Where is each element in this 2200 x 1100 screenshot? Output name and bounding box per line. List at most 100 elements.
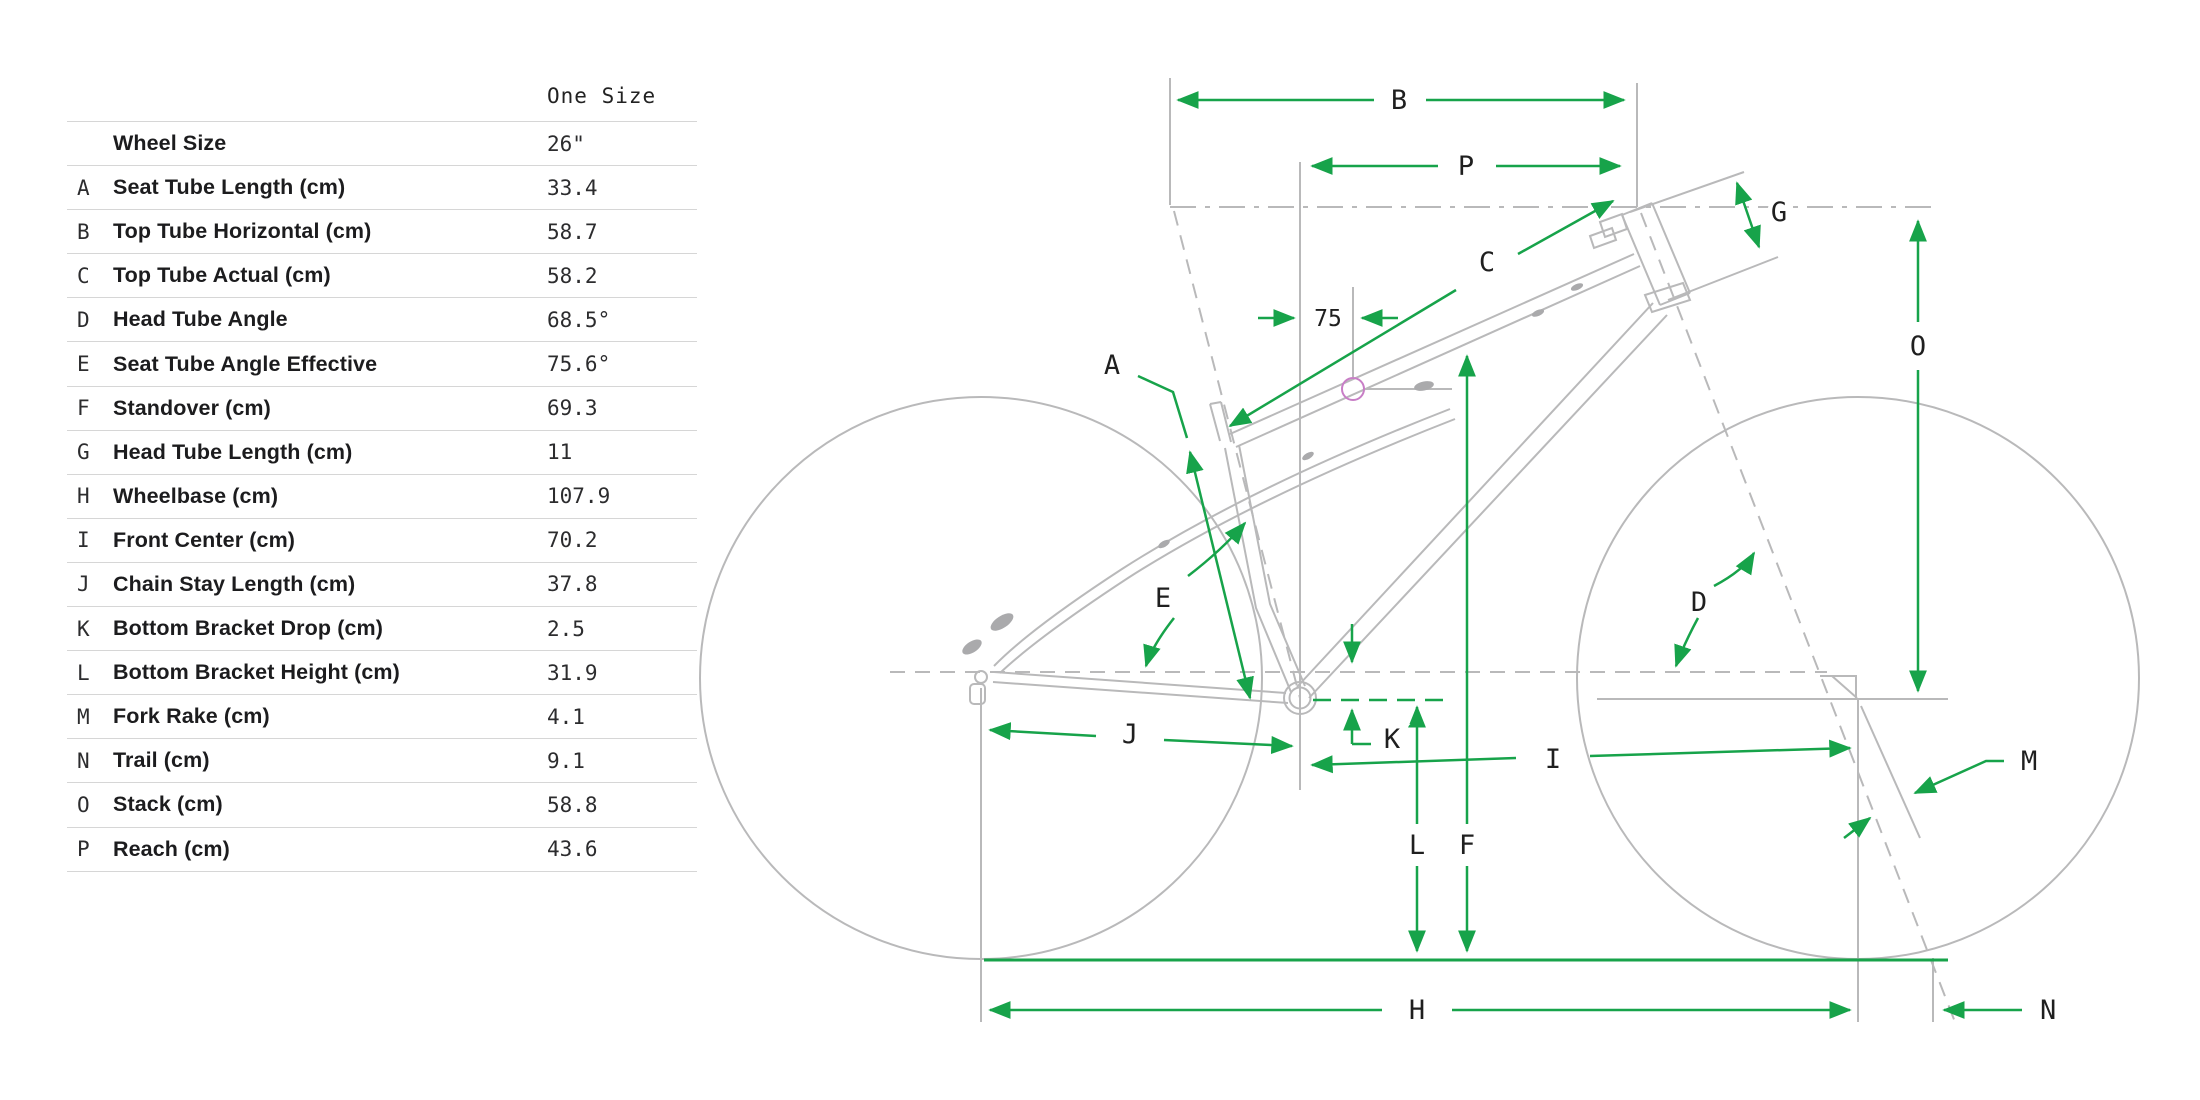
row-letter: J — [77, 572, 90, 597]
row-value: 58.2 — [547, 263, 598, 288]
cable-guide — [1531, 309, 1545, 317]
row-label: Bottom Bracket Drop (cm) — [113, 616, 383, 641]
dim-E — [1143, 521, 1247, 668]
frame — [962, 171, 1921, 839]
dim-A — [1137, 374, 1254, 700]
seat-tube — [1224, 447, 1292, 693]
label-B: B — [1391, 85, 1407, 116]
row-label: Top Tube Horizontal (cm) — [113, 219, 372, 244]
row-letter: P — [77, 837, 90, 862]
label-J: J — [1122, 719, 1138, 750]
bottom-bracket — [1283, 681, 1317, 715]
row-label: Trail (cm) — [113, 748, 210, 773]
cable-guide — [1570, 283, 1584, 291]
row-letter: B — [77, 219, 90, 244]
row-value: 68.5° — [547, 307, 611, 332]
size-column-header: One Size — [547, 84, 657, 108]
label-O: O — [1910, 331, 1926, 362]
dim-D — [1674, 551, 1756, 668]
top-tube — [1229, 253, 1635, 435]
chain-stay — [992, 681, 1289, 704]
rear-wheel — [699, 396, 1263, 960]
row-letter: K — [77, 616, 90, 641]
row-letter: L — [77, 660, 90, 685]
label-F: F — [1459, 830, 1475, 861]
row-label: Head Tube Angle — [113, 307, 288, 332]
table-row: C Top Tube Actual (cm) 58.2 — [67, 253, 697, 297]
row-value: 69.3 — [547, 396, 598, 421]
effective-seat-tube-line — [1173, 210, 1301, 699]
seat-stay — [993, 408, 1451, 667]
row-value: 75.6° — [547, 352, 611, 377]
table-row: L Bottom Bracket Height (cm) 31.9 — [67, 650, 697, 694]
row-value: 33.4 — [547, 175, 598, 200]
row-value: 107.9 — [547, 484, 611, 509]
row-value: 4.1 — [547, 704, 585, 729]
derailleur-hanger — [969, 683, 986, 705]
row-letter: M — [77, 704, 90, 729]
row-label: Bottom Bracket Height (cm) — [113, 660, 400, 685]
row-value: 2.5 — [547, 616, 585, 641]
label-L: L — [1409, 830, 1425, 861]
label-A: A — [1104, 350, 1120, 381]
row-label: Seat Tube Angle Effective — [113, 351, 378, 376]
label-P: P — [1458, 151, 1474, 182]
row-letter: I — [77, 528, 90, 553]
rear-axle — [974, 670, 988, 684]
row-value: 70.2 — [547, 528, 598, 553]
table-row: N Trail (cm) 9.1 — [67, 738, 697, 782]
row-letter: N — [77, 748, 90, 773]
stem-spacer — [1588, 226, 1618, 250]
label-K: K — [1384, 724, 1401, 755]
row-label: Head Tube Length (cm) — [113, 439, 353, 464]
row-label: Wheel Size — [113, 131, 227, 156]
label-75: 75 — [1314, 306, 1342, 332]
label-G: G — [1771, 197, 1787, 228]
reference-lines — [890, 78, 1956, 1023]
row-label: Top Tube Actual (cm) — [113, 263, 331, 288]
bottom-bracket — [1288, 686, 1312, 710]
front-axle-corner-diagonal — [1831, 675, 1858, 699]
dim-M — [1843, 759, 2004, 839]
row-label: Wheelbase (cm) — [113, 483, 279, 508]
rear-brake — [990, 613, 1014, 631]
row-value: 31.9 — [547, 660, 598, 685]
saddle-reference-marker — [1341, 377, 1365, 401]
seat-tube — [1238, 444, 1306, 687]
table-row: Wheel Size 26" — [67, 121, 697, 165]
label-M: M — [2021, 746, 2037, 777]
dimension-lines — [984, 91, 2022, 1019]
label-E: E — [1155, 583, 1171, 614]
row-letter: C — [77, 263, 90, 288]
row-label: Stack (cm) — [113, 792, 223, 817]
down-tube — [1296, 302, 1654, 688]
down-tube — [1308, 314, 1668, 699]
row-value: 9.1 — [547, 748, 585, 773]
head-tube-top-extension — [1629, 171, 1745, 213]
label-I: I — [1545, 744, 1561, 775]
row-value: 43.6 — [547, 837, 598, 862]
dim-C — [1228, 199, 1615, 428]
table-row: G Head Tube Length (cm) 11 — [67, 429, 697, 474]
top-tube — [1235, 265, 1641, 448]
label-N: N — [2040, 995, 2056, 1026]
row-letter: G — [77, 440, 90, 465]
chain-stay — [993, 671, 1287, 694]
dim-I — [1310, 739, 1852, 774]
dim-J — [988, 722, 1294, 755]
head-tube — [1621, 202, 1691, 306]
row-value: 26" — [547, 131, 585, 156]
row-value: 11 — [547, 440, 573, 465]
